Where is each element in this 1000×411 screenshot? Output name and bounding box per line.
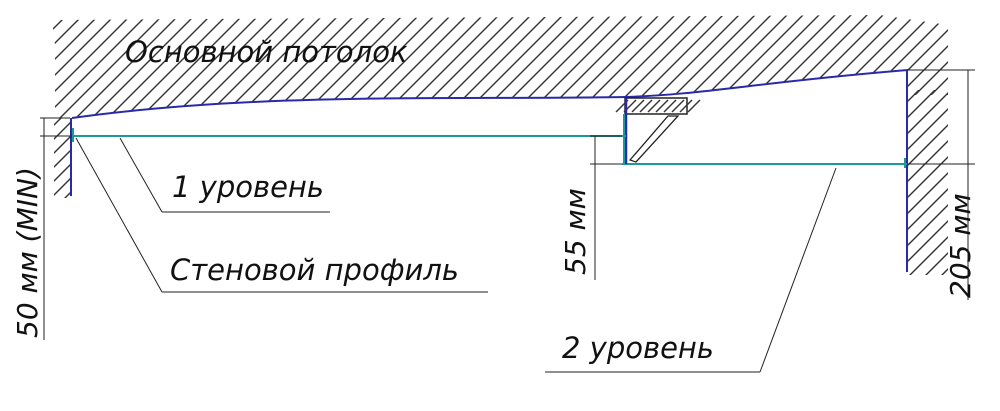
wall-profile-label: Стеновой профиль [170, 253, 459, 287]
dimension-middle-label: 55 мм [559, 188, 592, 275]
dimension-right [908, 69, 975, 300]
ceiling-label: Основной потолок [125, 35, 408, 69]
right-wall-hatching [908, 90, 948, 275]
dimension-left-label: 50 мм (MIN) [11, 167, 44, 338]
level-2-label: 2 уровень [562, 331, 714, 365]
main-ceiling-line [71, 69, 909, 119]
dimension-middle [590, 135, 622, 280]
level-1-label: 1 уровень [172, 170, 324, 204]
step-bracket [615, 97, 701, 164]
dimension-left [40, 117, 72, 340]
left-wall-hatching [54, 118, 71, 198]
leader-wall-profile [75, 137, 488, 293]
dimension-right-label: 205 мм [944, 193, 977, 298]
leader-level-1 [119, 137, 330, 213]
leader-level-2 [545, 167, 837, 373]
